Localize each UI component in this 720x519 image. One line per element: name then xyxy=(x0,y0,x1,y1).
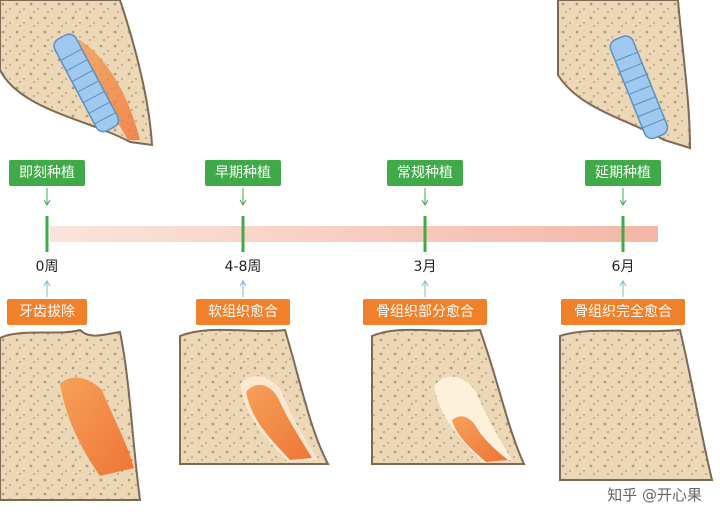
bottom-label-0: 牙齿拔除 xyxy=(7,299,87,325)
timeline-bar xyxy=(50,226,658,242)
time-label-2: 3月 xyxy=(413,259,437,275)
up-arrow-icon-0 xyxy=(43,280,51,297)
down-arrow-icon-2 xyxy=(421,188,429,206)
time-label-0: 0周 xyxy=(35,259,59,275)
down-arrow-icon-0 xyxy=(43,188,51,206)
implant-icon-immediate xyxy=(53,33,120,133)
watermark: 知乎 @开心果 xyxy=(607,486,702,504)
top-label-0: 即刻种植 xyxy=(9,160,85,186)
bone-illustration-full-bone xyxy=(559,328,714,481)
up-arrow-icon-3 xyxy=(619,280,627,297)
bone-illustration-immediate xyxy=(0,0,154,147)
down-arrow-icon-3 xyxy=(619,188,627,206)
bottom-label-3: 骨组织完全愈合 xyxy=(561,299,685,325)
bottom-label-2: 骨组织部分愈合 xyxy=(363,299,487,325)
time-label-3: 6月 xyxy=(611,259,635,275)
top-label-3: 延期种植 xyxy=(585,160,661,186)
up-arrow-icon-2 xyxy=(421,280,429,297)
bone-illustration-delayed xyxy=(557,0,692,150)
top-label-2: 常规种植 xyxy=(387,160,463,186)
implant-icon-delayed xyxy=(609,35,669,140)
down-arrow-icon-1 xyxy=(239,188,247,206)
bone-illustration-soft-tissue xyxy=(179,328,330,465)
up-arrow-icon-1 xyxy=(239,280,247,297)
bottom-label-1: 软组织愈合 xyxy=(196,299,290,325)
bone-illustration-partial-bone xyxy=(371,328,526,465)
bone-illustration-extraction xyxy=(0,328,142,501)
top-label-1: 早期种植 xyxy=(205,160,281,186)
time-label-1: 4-8周 xyxy=(224,259,262,275)
